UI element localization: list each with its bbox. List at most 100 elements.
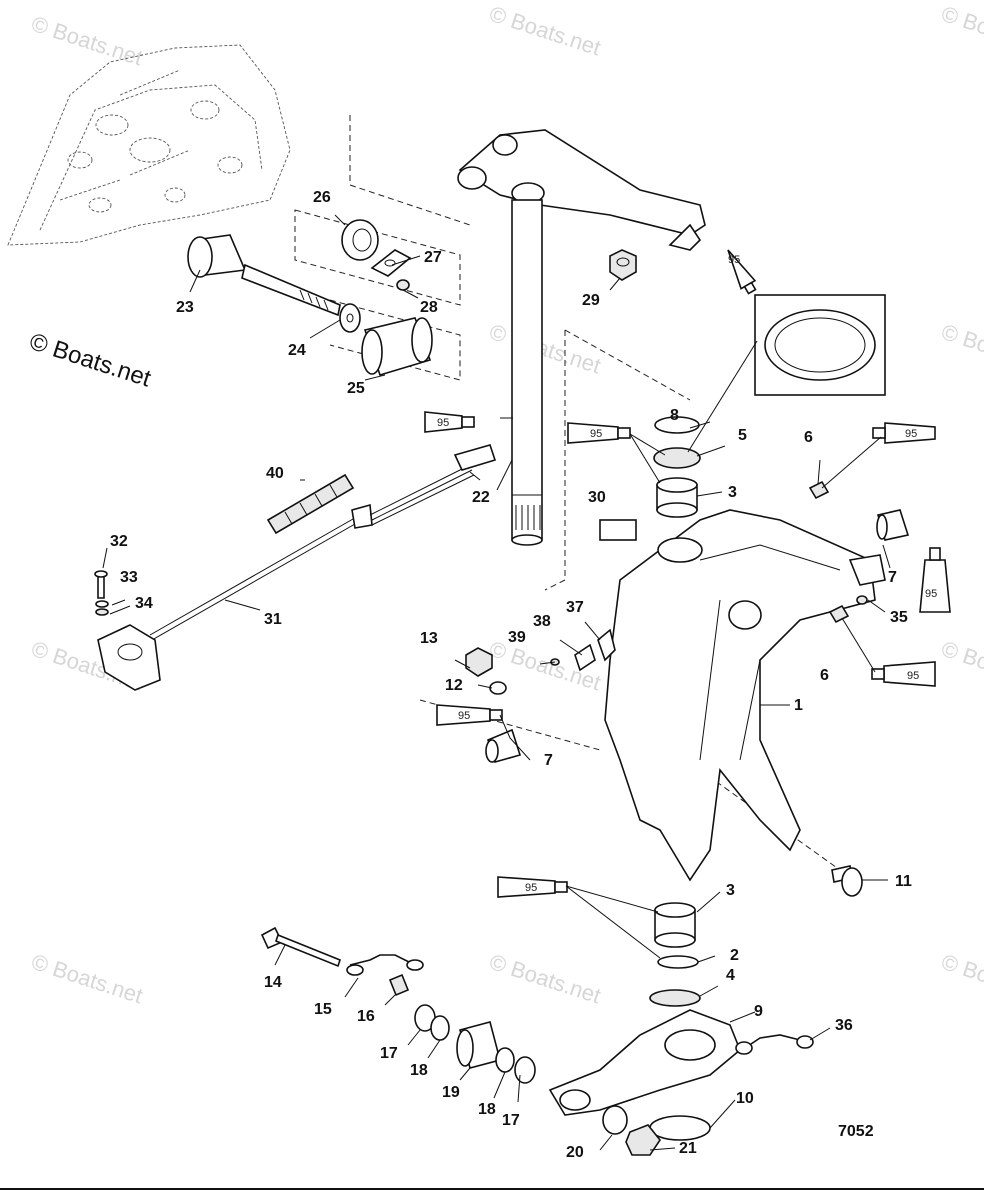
callout-39: 39 — [508, 629, 526, 646]
callout-30: 30 — [588, 489, 606, 506]
lubricant-tube — [567, 422, 631, 444]
callout-26: 26 — [313, 189, 331, 206]
watermark: © Boats.net — [486, 319, 603, 378]
callout-36: 36 — [835, 1017, 853, 1034]
part-15-eyelet — [346, 964, 364, 976]
part-2-washer — [657, 955, 699, 969]
part-36-lanyard — [744, 1034, 801, 1049]
callout-7: 7 — [888, 569, 897, 586]
callout-3-lower: 3 — [726, 882, 735, 899]
callout-24: 24 — [288, 342, 306, 359]
tube-label: 95 — [525, 882, 537, 894]
callout-2: 2 — [730, 947, 739, 964]
engine-block-outline — [7, 44, 291, 246]
figure-number: 7052 — [838, 1123, 874, 1140]
part-24-washer — [339, 303, 361, 333]
part-5-seal — [653, 447, 701, 469]
watermark: © Boats.net — [938, 636, 984, 695]
leader-lines — [102, 214, 891, 1151]
lubricant-tube — [871, 661, 936, 687]
callout-17-b: 17 — [502, 1112, 520, 1129]
watermark: © Boats.net — [486, 1, 603, 60]
callout-13: 13 — [420, 630, 438, 647]
callout-15: 15 — [314, 1001, 332, 1018]
part-28-screw — [396, 279, 410, 291]
callout-8: 8 — [670, 407, 679, 424]
callout-31: 31 — [264, 611, 282, 628]
watermark: © Boats.net — [28, 949, 145, 1008]
part-33-washer — [95, 600, 109, 608]
part-32-screw — [97, 574, 105, 599]
callout-1: 1 — [794, 697, 803, 714]
part-20-washer — [602, 1105, 628, 1135]
part-12-washer — [489, 681, 507, 695]
tube-label: 95 — [458, 710, 470, 722]
part-36-eyelet — [796, 1035, 814, 1049]
watermark: © Boats.net — [938, 1, 984, 60]
tube-label: 95 — [590, 428, 602, 440]
tube-label: 95 — [925, 588, 937, 600]
callout-10: 10 — [736, 1090, 754, 1107]
callout-12: 12 — [445, 677, 463, 694]
part-18-washer-b — [495, 1047, 515, 1073]
part-35-screw — [856, 595, 868, 605]
callout-18: 18 — [410, 1062, 428, 1079]
part-22-steering-arm — [457, 129, 706, 546]
callout-6-lower: 6 — [820, 667, 829, 684]
part-17-washer-b — [514, 1056, 536, 1084]
part-6-grease-fitting — [828, 604, 850, 624]
part-6-grease-fitting — [808, 480, 830, 500]
lubricant-tube — [436, 704, 503, 726]
part-29-nut — [609, 249, 637, 281]
part-19-bushing — [456, 1021, 501, 1069]
callout-21: 21 — [679, 1140, 697, 1157]
callout-18-b: 18 — [478, 1101, 496, 1118]
part-11-screw — [831, 865, 863, 897]
lubricant-tube — [872, 422, 936, 444]
inset-seal-box — [754, 294, 886, 396]
callout-29: 29 — [582, 292, 600, 309]
assembly-box-ratchet — [294, 209, 461, 306]
watermark: © Boats.net — [28, 11, 145, 70]
part-38-clamp — [574, 643, 596, 672]
part-37-clip — [597, 628, 616, 662]
callout-25: 25 — [347, 380, 365, 397]
callout-35: 35 — [890, 609, 908, 626]
callout-19: 19 — [442, 1084, 460, 1101]
part-3-bushing-upper — [656, 477, 698, 518]
part-13-nut — [465, 647, 493, 677]
lubricant-tube — [919, 547, 951, 613]
callout-37: 37 — [566, 599, 584, 616]
part-16-screw — [388, 973, 410, 997]
callout-16: 16 — [357, 1008, 375, 1025]
tube-label: 95 — [907, 670, 919, 682]
watermark-main: © Boats.net — [26, 328, 154, 393]
part-3-bushing-lower — [654, 902, 696, 948]
callout-5: 5 — [738, 427, 747, 444]
part-32-screw-head — [94, 570, 108, 578]
callout-33: 33 — [120, 569, 138, 586]
callout-4: 4 — [726, 967, 735, 984]
callout-6: 6 — [804, 429, 813, 446]
part-40-sleeve — [266, 473, 355, 535]
part-1-swivel-bracket — [604, 509, 886, 882]
callout-9: 9 — [754, 1003, 763, 1020]
callout-23: 23 — [176, 299, 194, 316]
part-23-shift-shaft — [187, 234, 341, 317]
part-4-seal — [649, 989, 701, 1007]
callout-3: 3 — [728, 484, 737, 501]
part-9-lower-yoke — [548, 1009, 741, 1116]
callout-14: 14 — [264, 974, 282, 991]
part-18-washer — [430, 1015, 450, 1041]
bottom-rule — [0, 1188, 984, 1190]
tube-label: 95 — [905, 428, 917, 440]
assembly-box-steering-arm — [349, 115, 471, 226]
part-14-bolt — [260, 926, 341, 968]
part-34-washer — [95, 608, 109, 616]
part-21-nut — [625, 1124, 661, 1156]
part-15-eyelet — [406, 959, 424, 971]
callout-22: 22 — [472, 489, 490, 506]
assembly-line-driveshaft — [544, 329, 691, 591]
part-36-eyelet — [735, 1041, 753, 1055]
